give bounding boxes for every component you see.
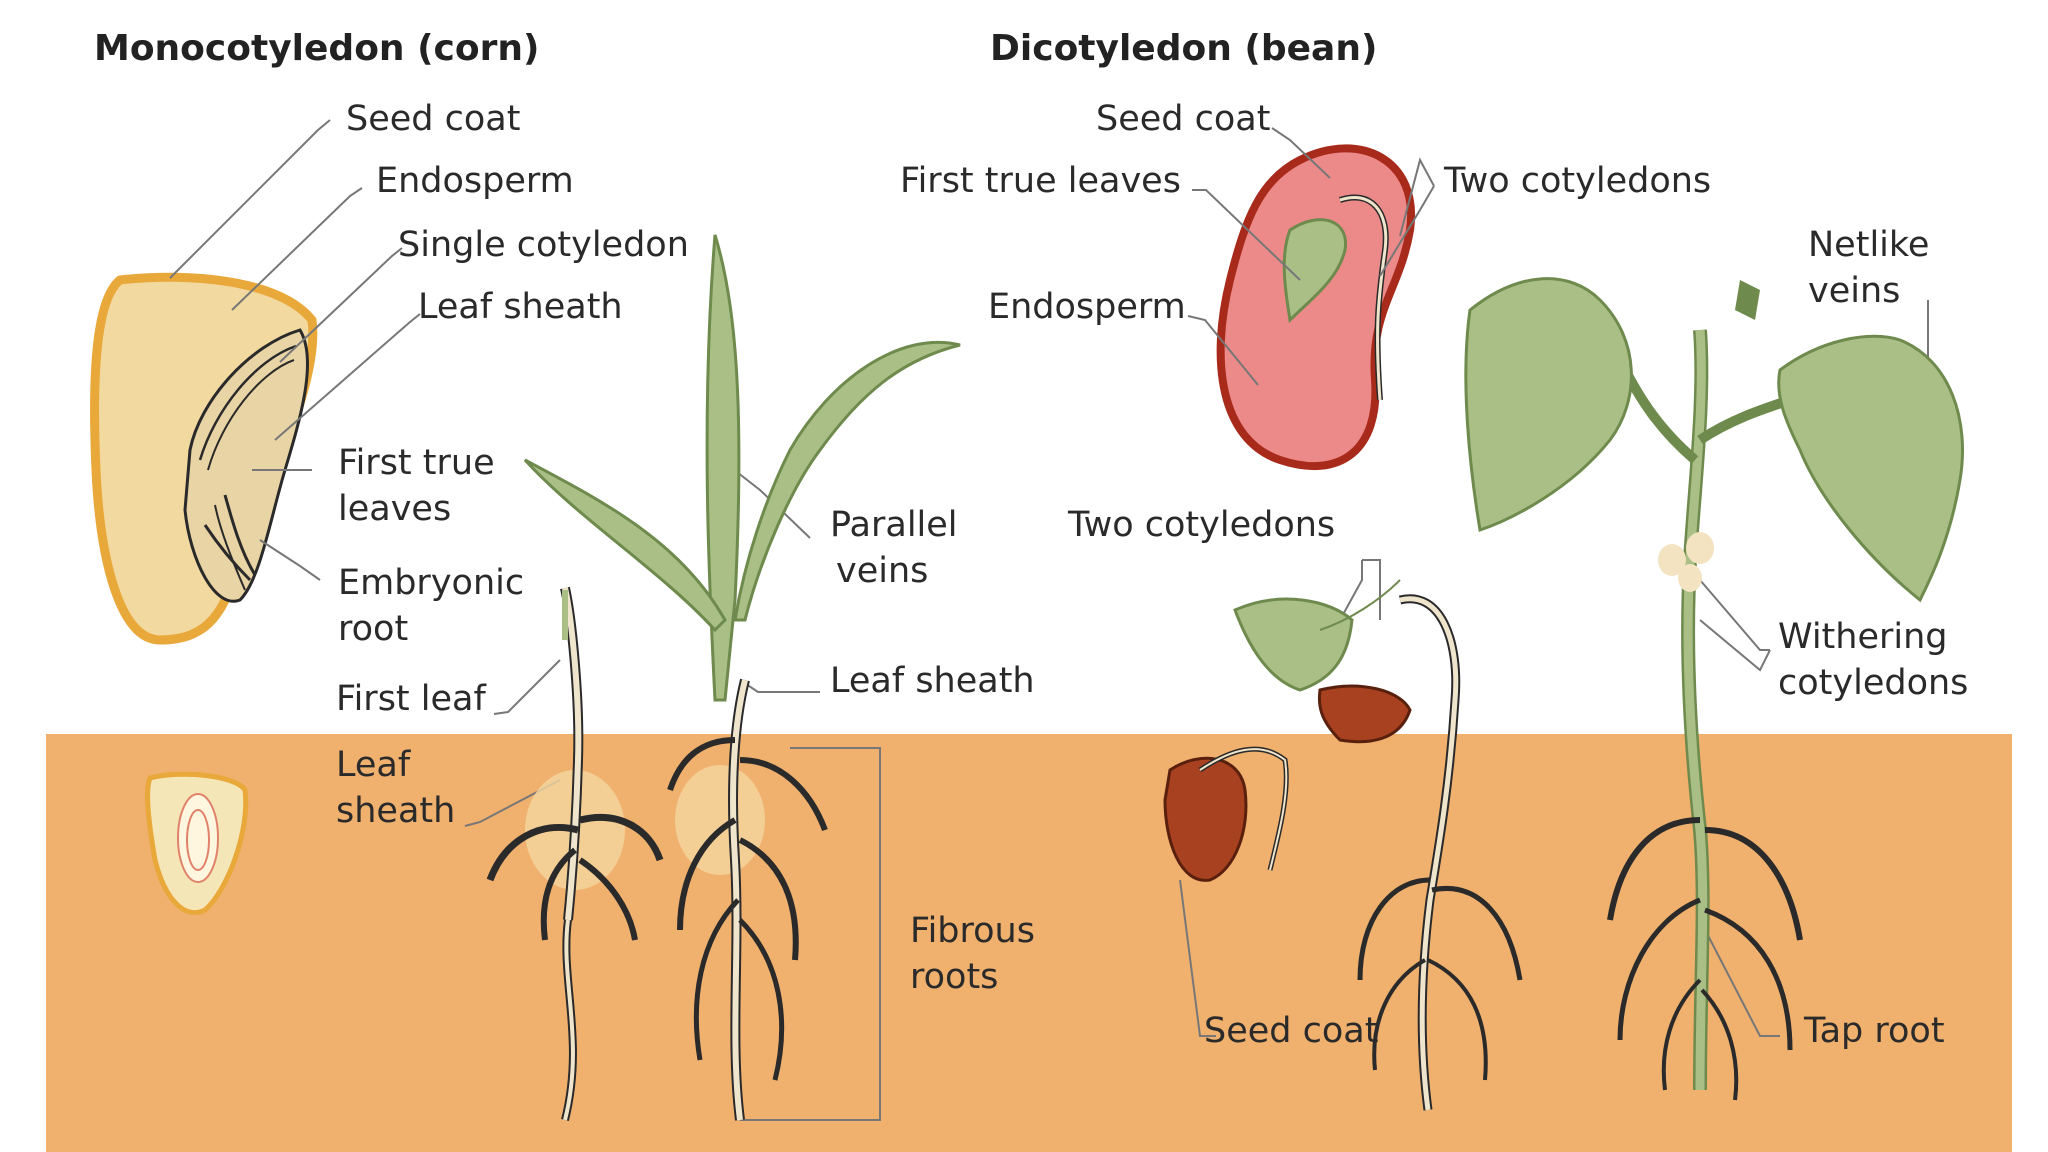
label-mono-first-true-leaves-2: leaves: [338, 489, 452, 529]
label-withering-cotyledons-1: Withering: [1778, 617, 1948, 657]
bean-seedling: [1163, 579, 1523, 1111]
label-tap-root: Tap root: [1804, 1011, 1945, 1051]
label-dicot-seed-coat-bottom: Seed coat: [1204, 1011, 1379, 1051]
label-netlike-veins-2: veins: [1808, 271, 1901, 311]
label-withering-cotyledons-2: cotyledons: [1778, 663, 1969, 703]
label-parallel-veins-1: Parallel: [830, 505, 958, 545]
label-netlike-veins-1: Netlike: [1808, 225, 1930, 265]
label-parallel-veins-2: veins: [836, 551, 929, 591]
label-mono-leaf-sheath-top: Leaf sheath: [418, 287, 623, 327]
label-dicot-endosperm: Endosperm: [988, 287, 1186, 327]
dicot-title: Dicotyledon (bean): [990, 28, 1378, 69]
corn-kernel-section: [90, 272, 318, 645]
bean-plant: [1464, 277, 1964, 1101]
label-fibrous-roots-2: roots: [910, 957, 999, 997]
soil-background: [46, 734, 2012, 1152]
mono-leaders: [169, 119, 881, 1121]
label-dicot-seed-coat-top: Seed coat: [1096, 99, 1271, 139]
corn-kernel-small: [145, 771, 249, 915]
label-embryonic-root-2: root: [338, 609, 409, 649]
label-leaf-sheath-soil-2: sheath: [336, 791, 456, 831]
label-two-cotyledons-top: Two cotyledons: [1444, 161, 1712, 201]
mono-title: Monocotyledon (corn): [94, 28, 540, 69]
corn-plant: [523, 234, 961, 1121]
label-fibrous-roots-1: Fibrous: [910, 911, 1035, 951]
label-leaf-sheath-soil-1: Leaf: [336, 745, 411, 785]
label-embryonic-root-1: Embryonic: [338, 563, 525, 603]
label-first-leaf: First leaf: [336, 679, 486, 719]
label-dicot-first-true-leaves: First true leaves: [900, 161, 1181, 201]
label-single-cotyledon: Single cotyledon: [398, 225, 689, 265]
label-mono-leaf-sheath-plant: Leaf sheath: [830, 661, 1035, 701]
label-two-cotyledons-mid: Two cotyledons: [1068, 505, 1336, 545]
bean-seed-section: [1216, 144, 1416, 471]
label-mono-endosperm: Endosperm: [376, 161, 574, 201]
label-mono-seed-coat: Seed coat: [346, 99, 521, 139]
label-mono-first-true-leaves-1: First true: [338, 443, 495, 483]
corn-seedling-early: [486, 586, 664, 1121]
